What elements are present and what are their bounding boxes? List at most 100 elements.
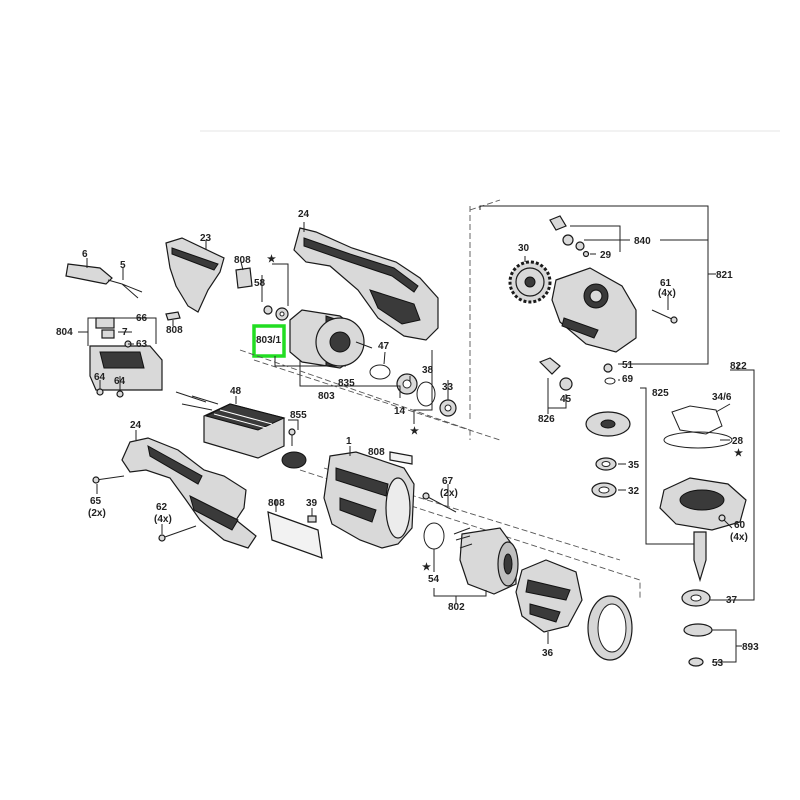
part-24-front-housing	[121, 430, 257, 549]
part-58-bearing	[261, 263, 289, 321]
label-65-qty: (2x)	[88, 508, 106, 519]
bracket-804	[78, 317, 157, 346]
label-star-2: ★	[410, 426, 419, 437]
label-835: 835	[338, 378, 355, 389]
label-65: 65	[90, 496, 102, 507]
label-822: 822	[730, 361, 747, 372]
label-star-1: ★	[267, 254, 276, 265]
part-804-switch	[89, 317, 163, 398]
part-5-fork	[107, 268, 143, 299]
label-14: 14	[394, 406, 406, 417]
part-67-screws	[422, 484, 457, 513]
part-48-electronics	[175, 391, 286, 459]
label-37: 37	[726, 595, 738, 606]
label-808-b: 808	[166, 325, 183, 336]
part-821-gear-head	[551, 267, 637, 353]
label-7: 7	[122, 327, 128, 338]
label-29: 29	[600, 250, 612, 261]
label-808-c: 808	[368, 447, 385, 458]
labels: 6 5 23 808 ★ 58 808 804 66 7 63 64 64 80…	[56, 209, 759, 669]
label-60: 60	[734, 520, 746, 531]
label-825: 825	[652, 388, 669, 399]
part-808-plate	[389, 451, 413, 465]
label-67: 67	[442, 476, 454, 487]
label-24-a: 24	[298, 209, 310, 220]
label-24-b: 24	[130, 420, 142, 431]
label-63: 63	[136, 339, 148, 350]
part-1-motor-housing	[323, 446, 415, 549]
highlight-box-803-1	[252, 324, 286, 358]
part-30-gear	[508, 256, 552, 304]
label-803-1: 803/1	[256, 335, 281, 346]
part-60-screw	[718, 514, 733, 529]
part-47-ring	[369, 351, 391, 380]
label-28: 28	[732, 436, 744, 447]
label-53: 53	[712, 658, 724, 669]
label-64-a: 64	[94, 372, 106, 383]
part-36-ring	[587, 595, 633, 661]
label-36: 36	[542, 648, 554, 659]
bracket-821	[479, 205, 716, 365]
label-804: 804	[56, 327, 73, 338]
part-54-oring	[423, 522, 445, 572]
label-5: 5	[120, 260, 126, 271]
part-36-cover	[515, 559, 583, 644]
label-1: 1	[346, 436, 352, 447]
label-821: 821	[716, 270, 733, 281]
label-23: 23	[200, 233, 212, 244]
part-808-label-sheet	[267, 500, 323, 559]
label-35: 35	[628, 460, 640, 471]
part-38-oring	[416, 381, 436, 407]
label-62: 62	[156, 502, 168, 513]
label-803: 803	[318, 391, 335, 402]
label-69: 69	[622, 374, 634, 385]
label-58: 58	[254, 278, 266, 289]
label-808-d: 808	[268, 498, 285, 509]
part-62-screw	[158, 524, 197, 542]
label-30: 30	[518, 243, 530, 254]
label-star-4: ★	[734, 448, 743, 459]
label-48: 48	[230, 386, 242, 397]
label-67-qty: (2x)	[440, 488, 458, 499]
part-39-clip	[307, 508, 317, 523]
label-39: 39	[306, 498, 318, 509]
part-855-screw	[281, 419, 307, 469]
part-835-armature	[289, 309, 373, 369]
part-825-flange	[585, 387, 700, 545]
part-33-nut	[439, 399, 457, 417]
label-840: 840	[634, 236, 651, 247]
part-893-flange-nut	[683, 623, 742, 667]
part-840-lock	[549, 215, 630, 258]
label-47: 47	[378, 341, 390, 352]
label-61: 61	[660, 278, 672, 289]
part-6-side-handle	[65, 258, 113, 285]
bracket-803	[274, 350, 449, 424]
label-34-6: 34/6	[712, 392, 732, 403]
label-826: 826	[538, 414, 555, 425]
label-66: 66	[136, 313, 148, 324]
part-24-rear-housing	[293, 222, 439, 341]
label-6: 6	[82, 249, 88, 260]
label-802: 802	[448, 602, 465, 613]
part-34-6-spring-ring	[671, 405, 723, 435]
leader-lines-right	[618, 379, 731, 491]
label-62-qty: (4x)	[154, 514, 172, 525]
label-855: 855	[290, 410, 307, 421]
label-star-3: ★	[422, 562, 431, 573]
part-28-oring	[663, 431, 733, 449]
label-808-a: 808	[234, 255, 251, 266]
label-45: 45	[560, 394, 572, 405]
part-32-bearing	[591, 482, 617, 498]
label-60-qty: (4x)	[730, 532, 748, 543]
label-61-qty: (4x)	[658, 288, 676, 299]
part-61-screw	[651, 296, 678, 324]
part-826-45-spindle	[538, 357, 573, 414]
label-33: 33	[442, 382, 454, 393]
part-808-pin	[165, 311, 181, 326]
part-14-bearing	[396, 373, 418, 395]
part-35-ring	[595, 457, 617, 471]
part-37-bearing	[681, 589, 711, 607]
label-893: 893	[742, 642, 759, 653]
